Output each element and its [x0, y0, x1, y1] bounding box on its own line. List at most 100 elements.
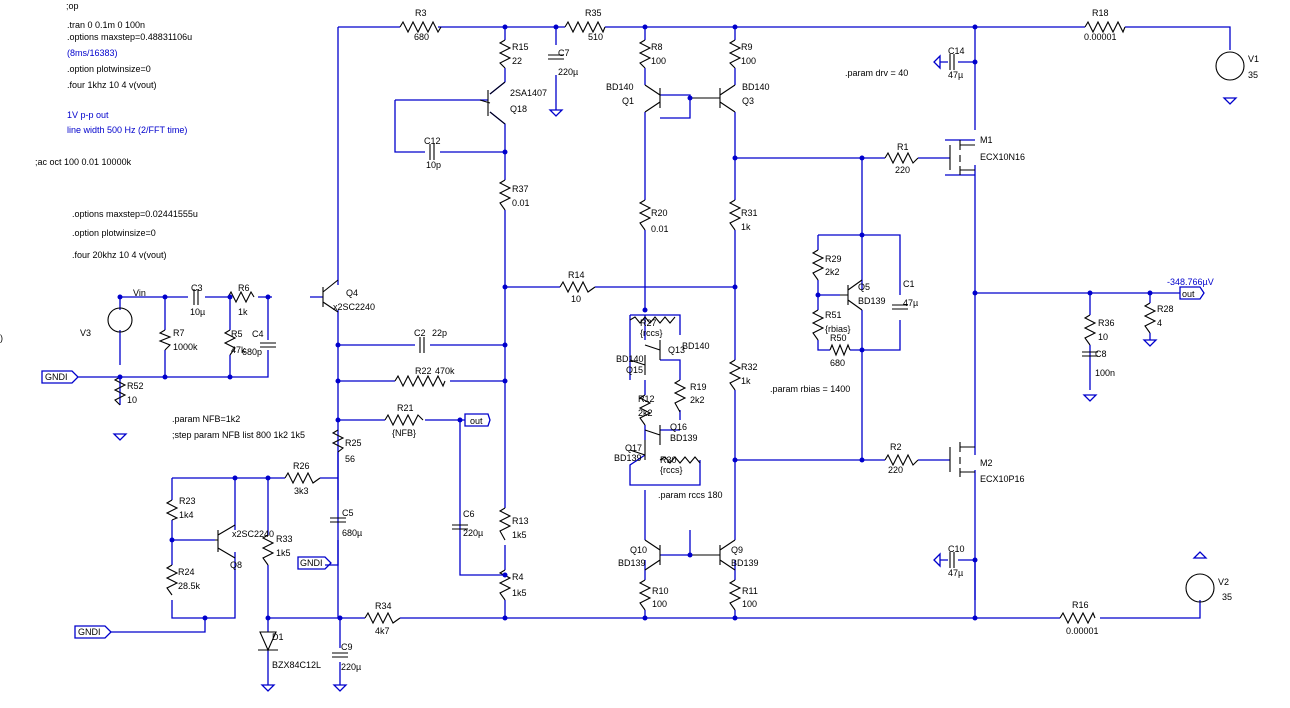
component-ref-r35: R35	[585, 8, 602, 18]
component-value-d1: BZX84C12L	[272, 660, 321, 670]
resistor-R32-symbol	[728, 359, 742, 391]
capacitor-C1-symbol	[892, 304, 908, 310]
component-ref-q8: Q8	[230, 560, 242, 570]
component-value-r35: 510	[588, 32, 603, 42]
component-ref-r15: R15	[512, 42, 529, 52]
junction-dot	[859, 347, 865, 353]
component-ref-r20: R20	[651, 208, 668, 218]
directive-maxstep-2: .options maxstep=0.02441555u	[72, 209, 198, 219]
component-value-r15: 22	[512, 56, 522, 66]
source-V3-symbol	[107, 307, 133, 333]
component-ref-r28: R28	[1157, 304, 1174, 314]
component-value-r51: {rbias}	[825, 324, 851, 334]
component-ref-r26: R26	[293, 461, 310, 471]
component-ref-q15: Q15	[626, 365, 643, 375]
resistor-R18-symbol	[1084, 20, 1126, 34]
component-ref-c1: C1	[903, 279, 915, 289]
junction-dot	[972, 59, 978, 65]
junction-dot	[502, 572, 508, 578]
resistor-R30-symbol	[659, 456, 701, 464]
bjt-Q5-symbol	[840, 279, 863, 311]
component-value-q13: BD140	[682, 341, 710, 351]
component-ref-r13: R13	[512, 516, 529, 526]
capacitor-C12-symbol	[429, 144, 435, 160]
resistor-R8-symbol	[638, 39, 652, 69]
resistor-R36-symbol	[1083, 314, 1097, 346]
capacitor-C3-symbol	[193, 289, 199, 305]
bjt-Q1-symbol	[644, 84, 661, 113]
component-value-r21: {NFB}	[392, 428, 416, 438]
component-ref-r27: R27	[640, 318, 657, 328]
component-value-r7: 1000k	[173, 342, 198, 352]
resistor-R13-symbol	[498, 507, 512, 541]
ground-symbol	[260, 684, 276, 692]
component-value-c9: 220µ	[341, 662, 361, 672]
component-ref-r52: R52	[127, 381, 144, 391]
component-value-r25: 56	[345, 454, 355, 464]
component-value-c4: 680p	[242, 347, 262, 357]
out-voltage-readout: -348.766µV	[1167, 277, 1214, 287]
directive-ac: ;ac oct 100 0.01 10000k	[35, 157, 132, 167]
component-labels: R3680R35510R180.00001V135C1447µR1522C722…	[80, 8, 1259, 672]
component-ref-c10: C10	[948, 544, 965, 554]
component-ref-r31: R31	[741, 208, 758, 218]
junction-dot	[972, 557, 978, 563]
bjt-Q3-symbol	[690, 84, 736, 113]
bjt-Q18-symbol	[479, 81, 506, 125]
component-ref-q4: Q4	[346, 288, 358, 298]
component-value-q17: BD139	[614, 453, 642, 463]
resistor-R7-symbol	[158, 329, 172, 351]
comment-vpp: 1V p-p out	[67, 110, 109, 120]
component-ref-m2: M2	[980, 458, 993, 468]
ground-symbol	[933, 54, 941, 70]
ground-symbol	[1192, 551, 1208, 559]
grounds	[112, 54, 1238, 692]
component-value-r4: 1k5	[512, 588, 527, 598]
resistor-R15-symbol	[498, 39, 512, 69]
bjt-Q9-symbol	[690, 539, 736, 571]
component-value-r37: 0.01	[512, 198, 530, 208]
component-ref-r21: R21	[397, 403, 414, 413]
junction-dot	[502, 149, 508, 155]
component-value-c12: 10p	[426, 160, 441, 170]
resistor-R3-symbol	[399, 20, 442, 34]
component-ref-r22: R22	[415, 366, 432, 376]
component-ref-r36: R36	[1098, 318, 1115, 328]
component-value-r8: 100	[651, 56, 666, 66]
directive-four-1: .four 1khz 10 4 v(vout)	[67, 80, 157, 90]
resistor-R9-symbol	[728, 39, 742, 69]
component-ref-d1: D1	[272, 632, 284, 642]
ground-symbol	[933, 552, 941, 568]
component-value-r2: 220	[888, 465, 903, 475]
capacitor-C2-symbol	[419, 337, 425, 353]
component-ref-r30: R30	[660, 455, 677, 465]
capacitor-C4-symbol	[260, 342, 276, 348]
net-label-gndi-1: GNDI	[45, 372, 68, 382]
component-ref-r12: R12	[638, 394, 655, 404]
junction-dot	[972, 24, 978, 30]
junction-dot	[169, 537, 175, 543]
component-value-r27: {rccs}	[640, 328, 663, 338]
component-value-c6: 220µ	[463, 528, 483, 538]
junction-dot	[335, 417, 341, 423]
junction-dot	[972, 615, 978, 621]
junction-dot	[265, 475, 271, 481]
capacitor-C8-symbol	[1082, 351, 1098, 357]
component-value-c14: 47µ	[948, 70, 963, 80]
junction-dot	[457, 417, 463, 423]
component-value-c1: 47µ	[903, 298, 918, 308]
symbols	[107, 20, 1245, 658]
junction-dot	[265, 294, 271, 300]
bjt-Q17-symbol	[629, 440, 646, 460]
resistor-R4-symbol	[498, 569, 512, 601]
resistor-R19-symbol	[673, 379, 687, 413]
component-ref-q1: Q1	[622, 96, 634, 106]
mosfet-M2-symbol	[949, 442, 975, 477]
component-value-q4: x2SC2240	[333, 302, 375, 312]
component-value-q9: BD139	[731, 558, 759, 568]
gndi-flag-1	[41, 370, 100, 384]
bjt-Q13-symbol	[644, 340, 661, 360]
resistor-R21-symbol	[384, 413, 424, 427]
directive-op: ;op	[66, 1, 79, 11]
